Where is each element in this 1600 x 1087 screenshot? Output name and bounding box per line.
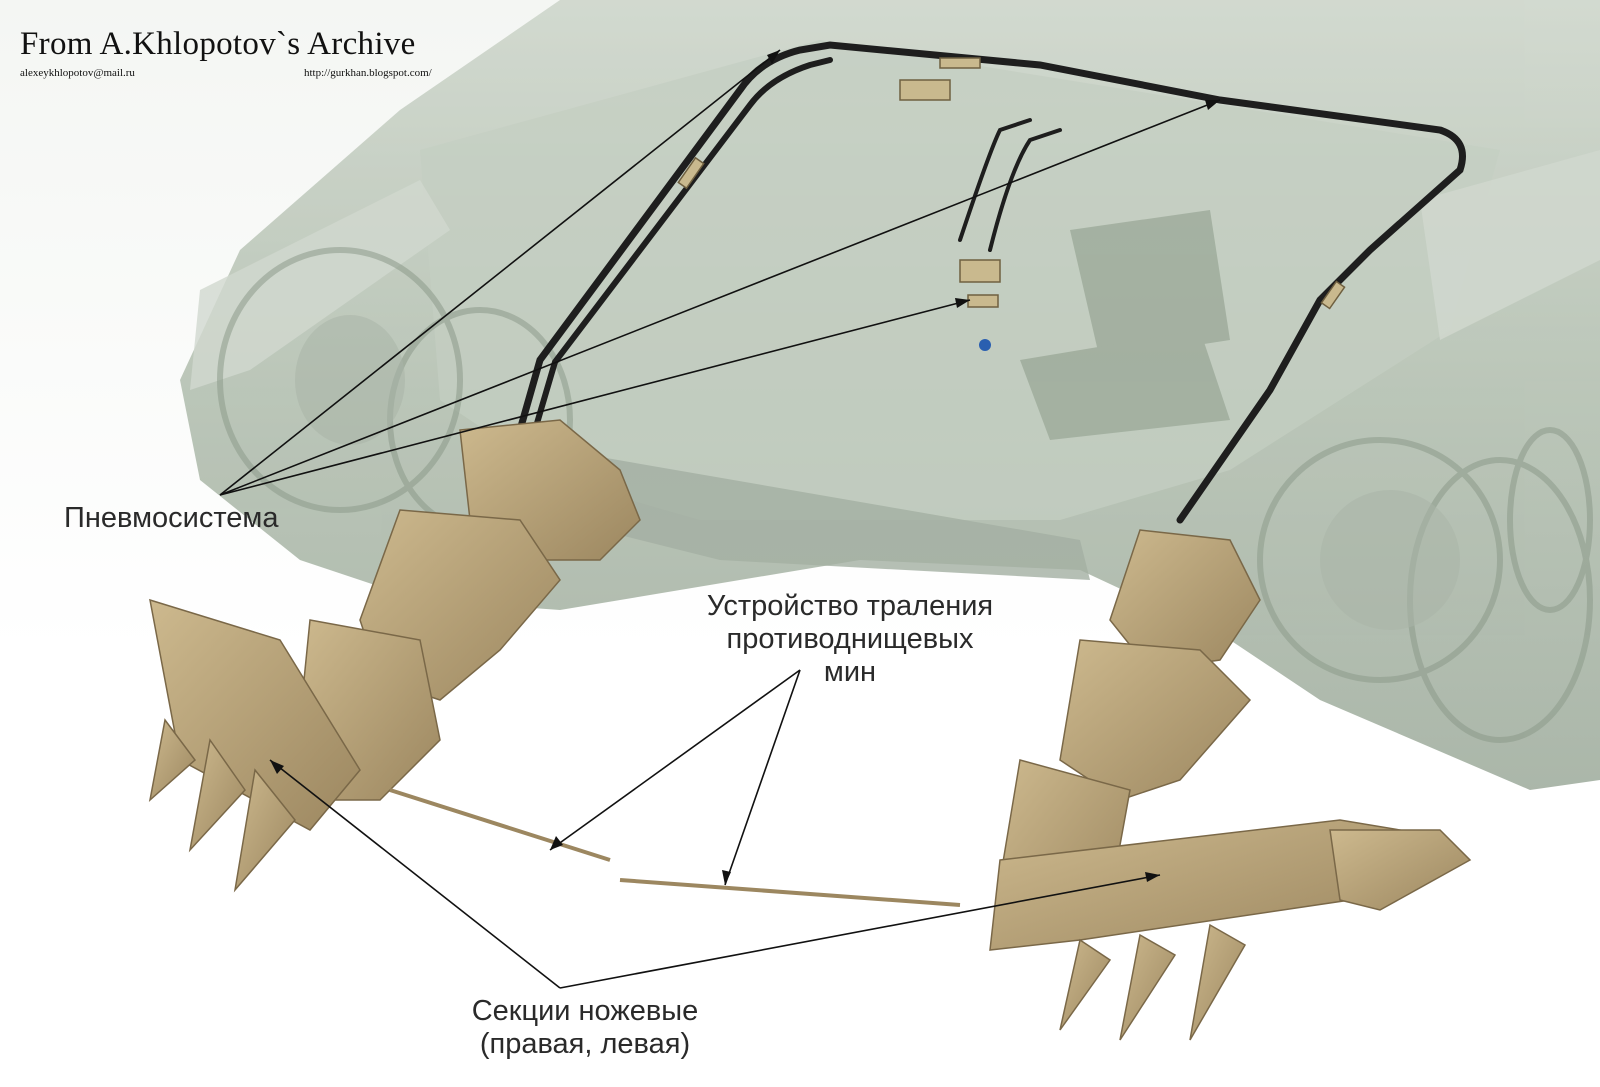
trawl-bar — [389, 788, 961, 907]
right-trawl-mechanism — [989, 529, 1472, 1041]
watermark-url: http://gurkhan.blogspot.com/ — [304, 67, 432, 79]
label-trawl-device: Устройство траления противоднищевых мин — [660, 590, 1040, 689]
watermark-title: From A.Khlopotov`s Archive — [20, 26, 416, 62]
pneumatic-pipes — [516, 41, 1466, 524]
arrowheads — [270, 50, 1220, 885]
label-sections-line: (правая, левая) — [479, 1028, 691, 1060]
label-sections-line: Секции ножевые — [471, 995, 699, 1027]
left-trawl-mechanism — [148, 419, 641, 893]
watermark-email: alexeykhlopotov@mail.ru — [20, 67, 135, 79]
track-wheel-hubs — [295, 315, 1460, 630]
label-trawl-line: противоднищевых — [726, 623, 974, 655]
label-trawl-line: Устройство траления — [706, 590, 994, 622]
label-trawl-line: мин — [823, 656, 877, 688]
label-pneumatic-system: Пневмосистема — [64, 502, 279, 534]
leader-lines — [219, 49, 1221, 989]
driver-seat — [1020, 210, 1230, 440]
label-knife-sections: Секции ножевые (правая, левая) — [420, 995, 750, 1061]
pipe-fittings — [677, 57, 1346, 310]
valve-knob — [979, 339, 991, 351]
